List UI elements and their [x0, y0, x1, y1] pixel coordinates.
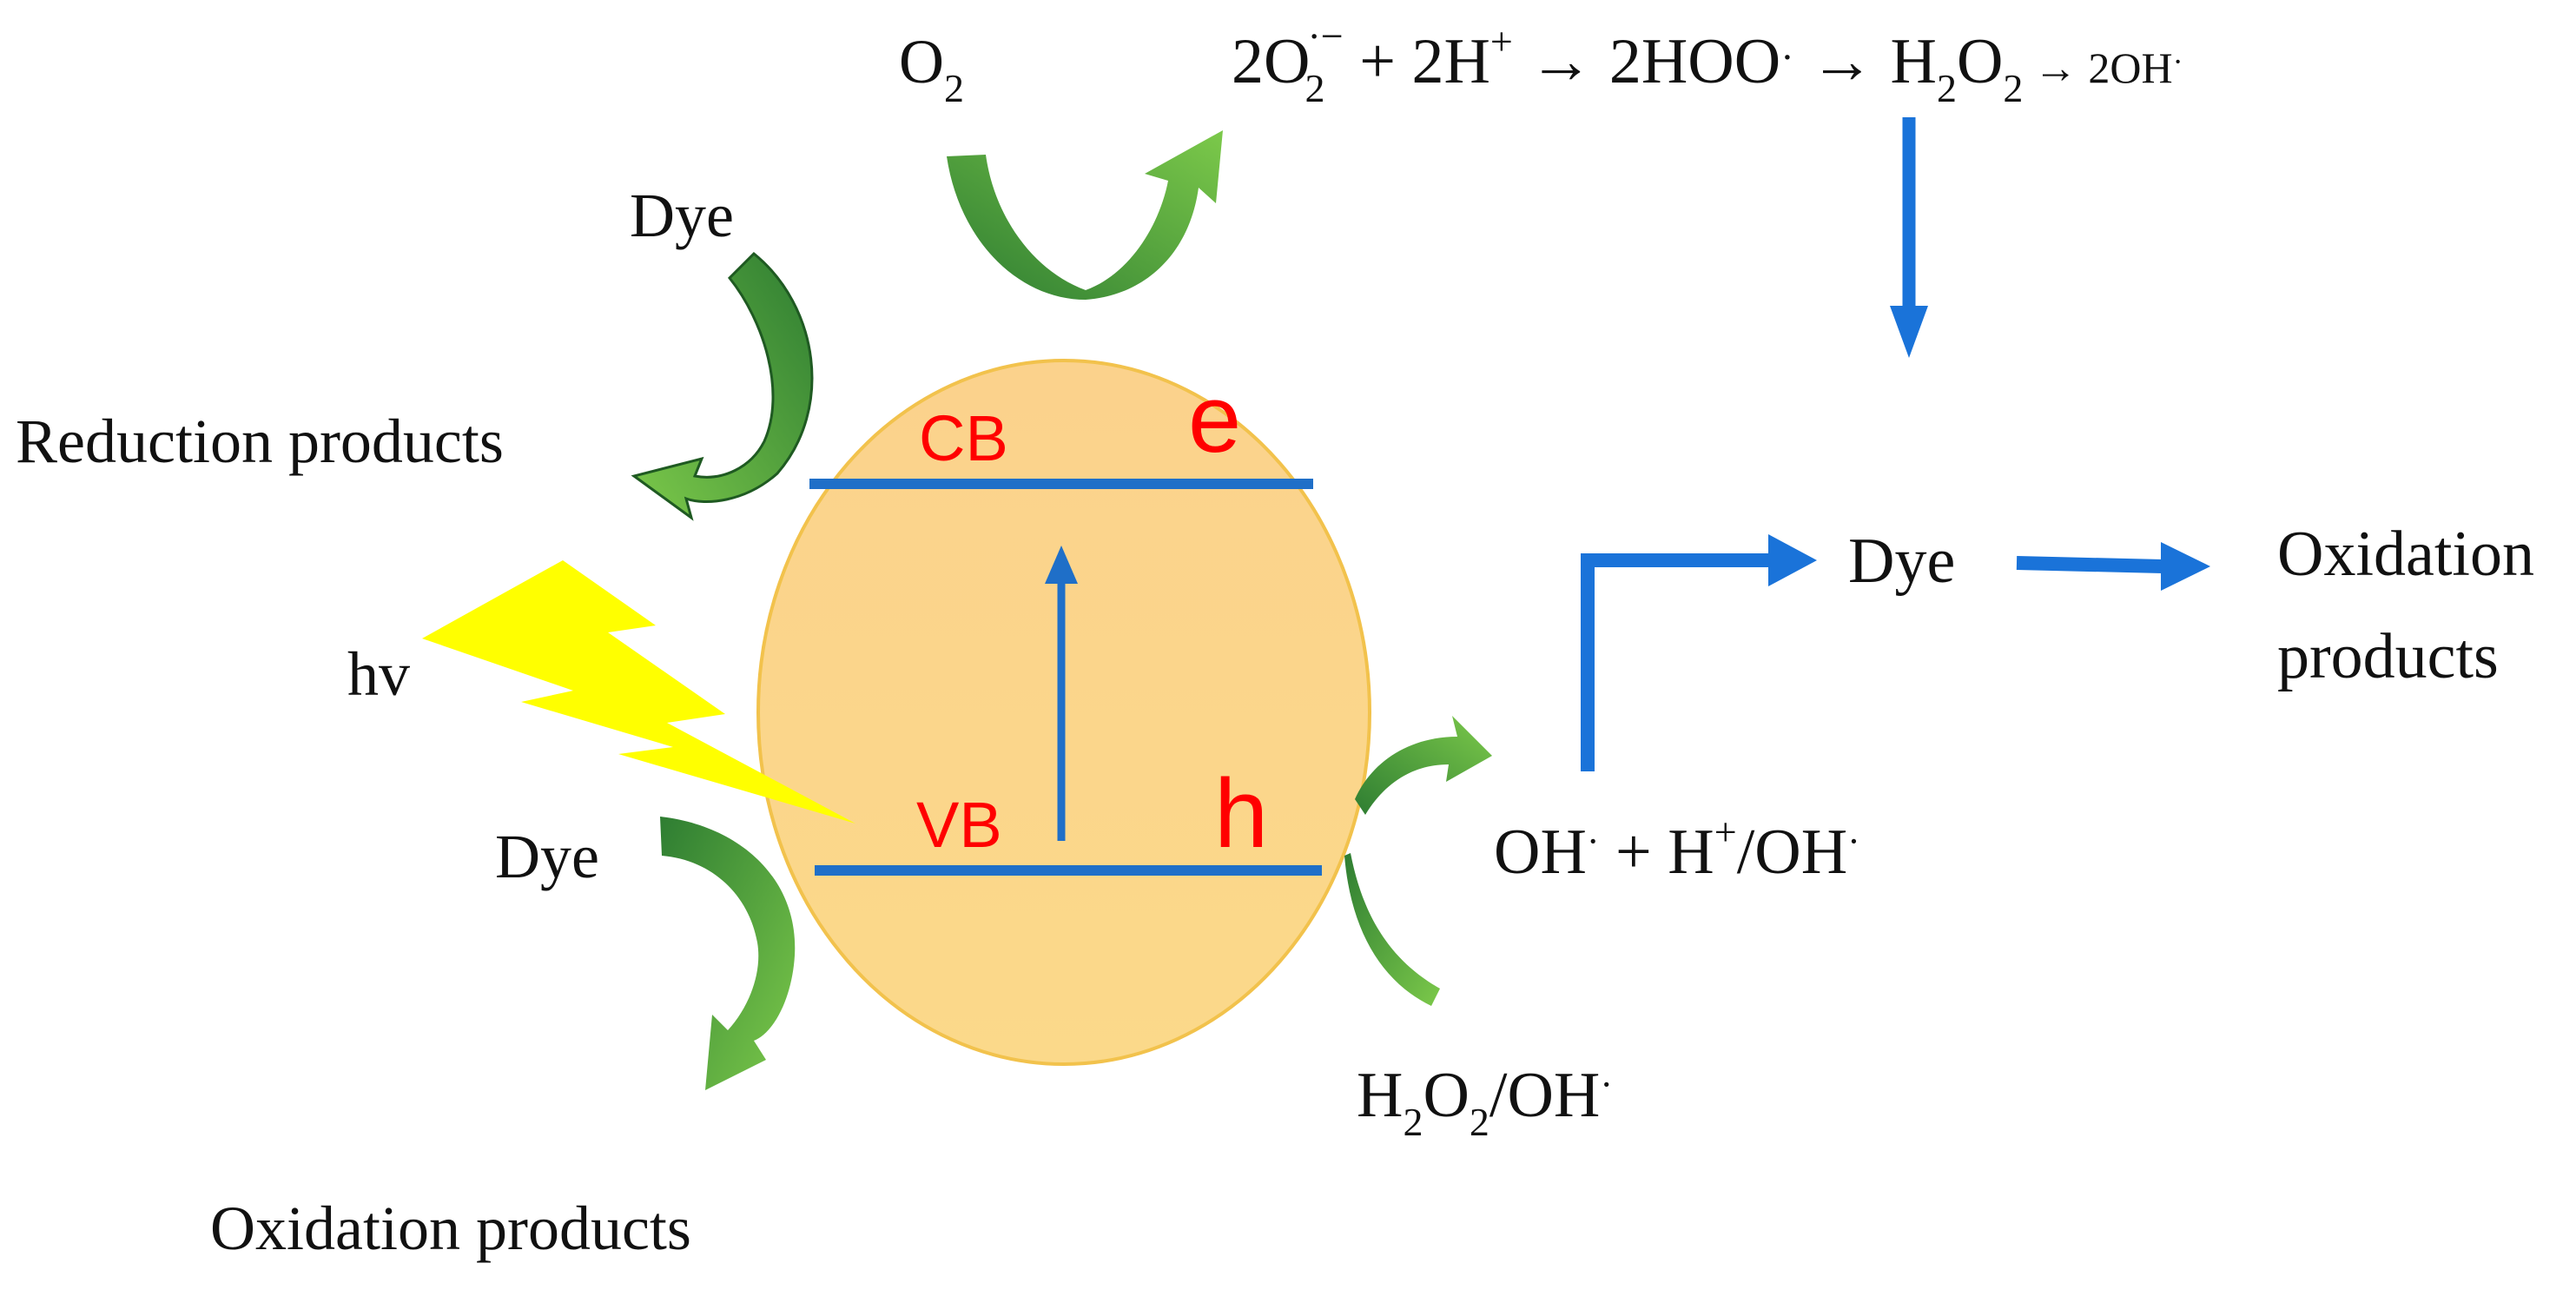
oxygen-label: O2: [899, 27, 964, 110]
peroxide-label: H2O2/OH·: [1357, 1060, 1613, 1144]
dye-bottom-label: Dye: [495, 822, 599, 891]
oxidation-products-right-line2: products: [2277, 621, 2499, 692]
green-curved-arrow-icon: [660, 817, 796, 1090]
reduction-products-label: Reduction products: [16, 407, 504, 476]
green-curved-arrow-icon: [631, 251, 814, 521]
hydroxyl-reaction-label: OH· + H+/OH·: [1494, 810, 1860, 888]
green-curved-arrow-icon: [1344, 853, 1440, 1006]
dye-right-label: Dye: [1848, 526, 1955, 597]
cb-label: CB: [919, 402, 1008, 474]
excitation-arrow-icon: [1045, 546, 1078, 841]
blue-right-arrow-icon: [2016, 542, 2210, 591]
blue-down-arrow-icon: [1890, 117, 1928, 358]
blue-bent-arrow-icon: [1581, 534, 1817, 771]
lightning-icon: [422, 560, 855, 824]
oxidation-products-right-line1: Oxidation: [2277, 519, 2534, 590]
dye-top-label: Dye: [630, 181, 734, 250]
oxidation-products-bottom-label: Oxidation products: [210, 1194, 691, 1263]
reaction-chain: 2O2·− + 2H+ → 2HOO· → H2O2 → 2OH·: [1232, 14, 2183, 110]
green-curved-arrow-icon: [1355, 716, 1492, 815]
vb-label: VB: [916, 789, 1002, 861]
light-label: hv: [347, 639, 410, 709]
green-curved-arrow-icon: [947, 130, 1223, 300]
electron-label: e: [1188, 366, 1241, 473]
hole-label: h: [1214, 759, 1268, 868]
